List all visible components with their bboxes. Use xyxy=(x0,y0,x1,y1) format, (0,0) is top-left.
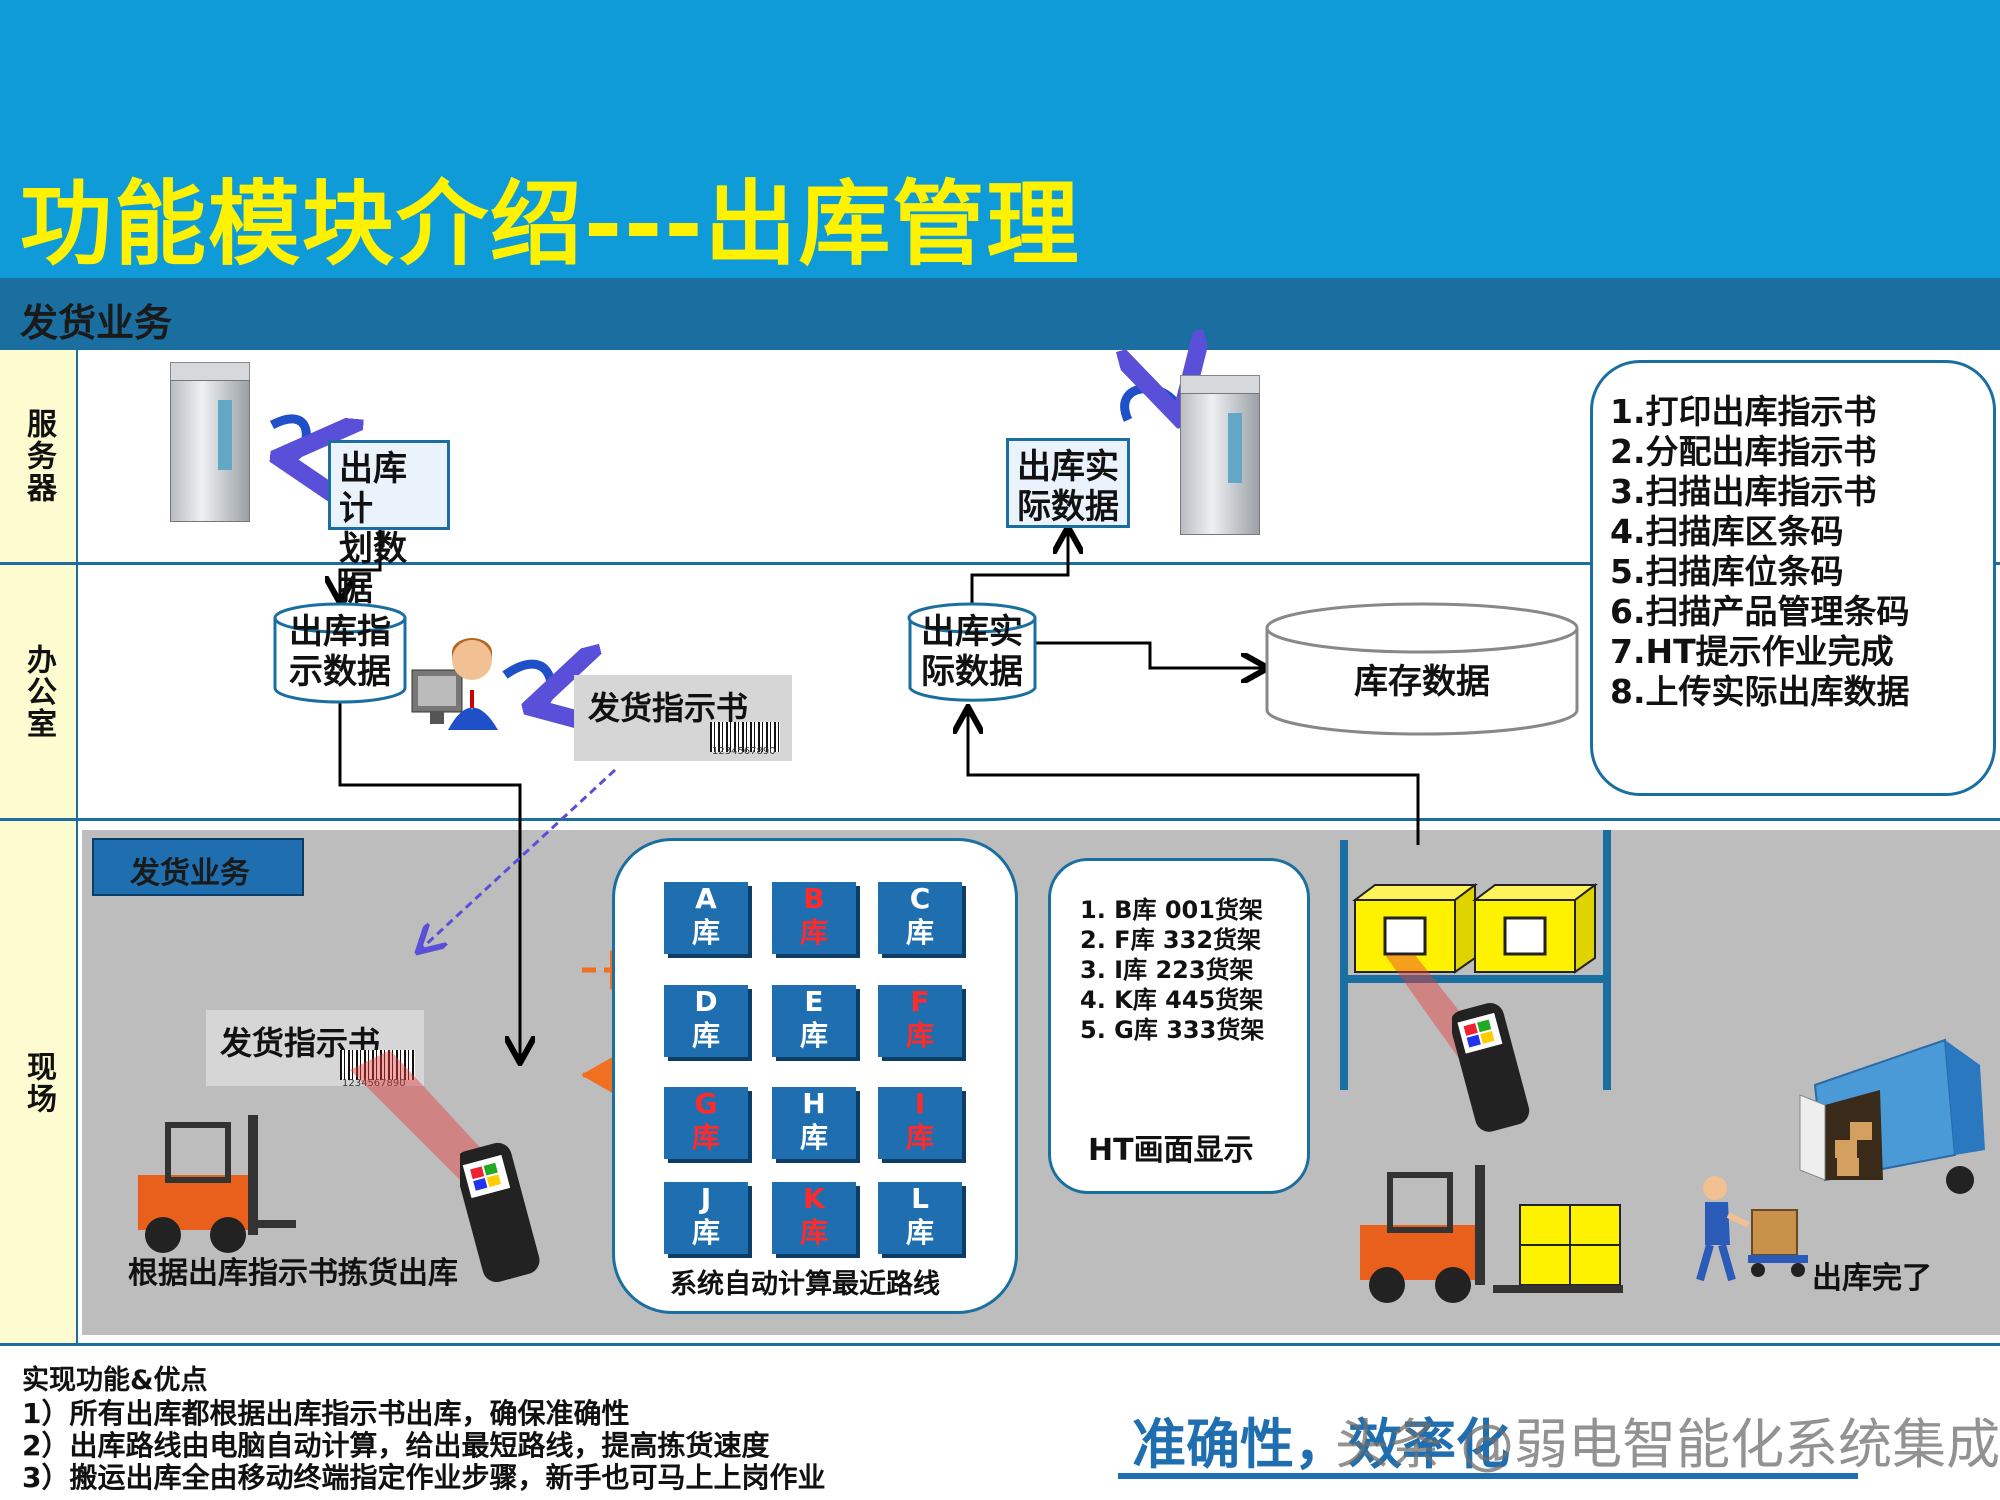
barcode xyxy=(340,1050,415,1080)
instruction-database-icon xyxy=(273,602,407,704)
operator-computer-icon xyxy=(411,638,498,730)
ht-caption: HT画面显示 xyxy=(1088,1133,1254,1168)
step-item: 7.HT提示作业完成 xyxy=(1610,632,1894,671)
step-item: 2.分配出库指示书 xyxy=(1610,432,1877,471)
section-title: 发货业务 xyxy=(20,301,173,345)
conclusion-text: 准确性，效率化 xyxy=(1132,1413,1510,1476)
lane-label-site: 现场 xyxy=(0,821,78,1345)
shelf-box-icon xyxy=(1352,883,1598,974)
barcode xyxy=(710,722,780,752)
step-item: 3.扫描出库指示书 xyxy=(1610,472,1877,511)
actual-data-document: 出库实际数据 xyxy=(1006,438,1130,528)
barcode-number: 1234567890 xyxy=(342,1078,406,1089)
route-caption: 系统自动计算最近路线 xyxy=(670,1269,940,1300)
lane-divider xyxy=(0,1343,2000,1346)
benefit-item: 3）搬运出库全由移动终端指定作业步骤，新手也可马上上岗作业 xyxy=(22,1461,826,1494)
delivery-instruction-document: 发货指示书 xyxy=(574,675,792,761)
subheader-bar xyxy=(0,278,2000,350)
pick-caption: 根据出库指示书拣货出库 xyxy=(128,1256,458,1291)
server-icon xyxy=(1180,393,1260,535)
done-caption: 出库完了 xyxy=(1812,1261,1932,1296)
step-item: 1.打印出库指示书 xyxy=(1610,392,1877,431)
lane-divider xyxy=(0,818,2000,821)
ht-list-item: 2. F库 332货架 xyxy=(1080,926,1262,954)
benefit-item: 2）出库路线由电脑自动计算，给出最短路线，提高拣货速度 xyxy=(22,1429,770,1462)
barcode-number: 1234567890 xyxy=(712,746,776,757)
lane-divider xyxy=(0,562,2000,565)
step-item: 6.扫描产品管理条码 xyxy=(1610,592,1910,631)
server-panel xyxy=(1228,413,1242,483)
header-bar xyxy=(0,0,2000,278)
conclusion-underline xyxy=(1118,1473,1858,1479)
steps-panel xyxy=(1590,360,1996,796)
handheld-scanner-icon xyxy=(1452,1003,1530,1132)
watermark: 头条 @弱电智能化系统集成 xyxy=(1335,1413,2000,1476)
lane-label-server: 服务器 xyxy=(0,350,78,562)
delivery-truck-icon xyxy=(1799,1038,1985,1194)
forklift-icon xyxy=(138,1115,296,1253)
ht-list-item: 5. G库 333货架 xyxy=(1080,1016,1265,1044)
step-item: 5.扫描库位条码 xyxy=(1610,552,1844,591)
plan-data-document: 出库计划数据 xyxy=(328,440,450,609)
step-item: 4.扫描库区条码 xyxy=(1610,512,1844,551)
ht-list-item: 4. K库 445货架 xyxy=(1080,986,1264,1014)
forklift-icon xyxy=(1360,1165,1623,1303)
site-section-tag: 发货业务 xyxy=(92,838,304,896)
benefit-item: 1）所有出库都根据出库指示书出库，确保准确性 xyxy=(22,1397,630,1430)
lane-label-office: 办公室 xyxy=(0,565,78,818)
inventory-database-icon xyxy=(1265,602,1579,736)
ht-list-item: 1. B库 001货架 xyxy=(1080,896,1263,924)
ht-list-item: 3. I库 223货架 xyxy=(1080,956,1254,984)
instruction-database-label: 出库指示数据 xyxy=(289,612,391,692)
step-item: 8.上传实际出库数据 xyxy=(1610,672,1910,711)
actual-database-icon xyxy=(907,602,1037,702)
handheld-scanner-icon xyxy=(460,1142,540,1283)
worker-cart-icon xyxy=(1696,1176,1808,1282)
ht-screen-panel xyxy=(1048,858,1310,1194)
server-panel xyxy=(218,400,232,470)
actual-database-label: 出库实际数据 xyxy=(921,612,1023,692)
page-title: 功能模块介绍---出库管理 xyxy=(20,171,1081,278)
benefits-heading: 实现功能&优点 xyxy=(22,1365,208,1396)
server-icon xyxy=(170,380,250,522)
inventory-database-label: 库存数据 xyxy=(1354,662,1490,702)
